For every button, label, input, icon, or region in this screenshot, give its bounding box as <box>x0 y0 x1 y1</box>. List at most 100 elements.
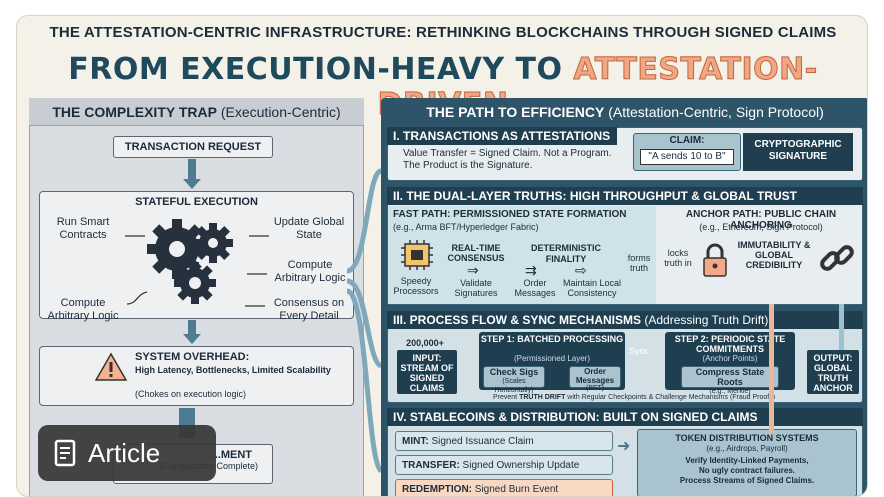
compress-state-label: Compress State Roots <box>695 367 765 387</box>
no-failures-line: No ugly contract failures. <box>698 466 796 475</box>
anchor-path-title: ANCHOR PATH: PUBLIC CHAIN ANCHORING <box>685 209 837 231</box>
arrow-shaft <box>188 159 196 179</box>
title-part-dark: FROM EXECUTION-HEAVY TO <box>68 52 574 87</box>
fast-path-sub: (e.g., Arma BFT/Hyperledger Fabric) <box>393 222 539 232</box>
bottom-box-label: ...MENT <box>211 449 252 461</box>
section-2-heading: II. THE DUAL-LAYER TRUTHS: HIGH THROUGHP… <box>387 187 863 205</box>
step2-label: STEP 2: PERIODIC STATE COMMITMENTS <box>674 334 786 354</box>
update-global-state-label: Update Global State <box>273 216 345 241</box>
arrow-shaft-2 <box>188 320 196 334</box>
redemption-row: REDEMPTION: Signed Burn Event <box>395 479 613 496</box>
complexity-trap-heading-bold: THE COMPLEXITY TRAP <box>52 104 217 120</box>
step2-sub: (Anchor Points) <box>702 354 758 363</box>
flow-connector <box>345 168 384 474</box>
gears-icon <box>147 219 233 304</box>
overhead-title: SYSTEM OVERHEAD: <box>135 351 250 363</box>
mint-key: MINT: <box>402 436 429 447</box>
arrows-list-icon: ⇉ <box>525 262 537 278</box>
connector-arrows <box>125 235 269 307</box>
consensus-every-detail-label: Consensus on Every Detail <box>273 297 345 322</box>
arrow-right-icon-2: ⇨ <box>575 262 587 278</box>
deterministic-finality-label: DETERMINISTIC FINALITY <box>530 243 601 264</box>
locks-truth-label: locks truth in <box>664 248 692 268</box>
infographic-subtitle: THE ATTESTATION-CENTRIC INFRASTRUCTURE: … <box>49 24 837 41</box>
check-sigs-box: Check Sigs (Scales Horizontally) <box>483 366 545 394</box>
order-messages-box-sub: (BFT) <box>586 385 604 392</box>
compress-state-box: Compress State Roots (e.g., Merkle) <box>681 366 779 395</box>
order-messages-label: Order Messages <box>514 278 556 298</box>
arrow-right-icon-3: ➜ <box>617 438 631 455</box>
maintain-consistency-label: Maintain Local Consistency <box>562 278 622 298</box>
blue-flow-line <box>839 304 844 350</box>
path-to-efficiency-heading: THE PATH TO EFFICIENCY (Attestation-Cent… <box>381 98 867 126</box>
complexity-trap-heading: THE COMPLEXITY TRAP (Execution-Centric) <box>29 98 364 126</box>
arrow-down-icon <box>183 179 201 189</box>
section-3-heading-rest: (Addressing Truth Drift) <box>641 313 769 327</box>
infographic-card: THE ATTESTATION-CENTRIC INFRASTRUCTURE: … <box>16 15 868 497</box>
section-4-heading: IV. STABLECOINS & DISTRIBUTION: BUILT ON… <box>387 408 863 426</box>
section-3-heading-bold: III. PROCESS FLOW & SYNC MECHANISMS <box>393 313 642 327</box>
claim-card: CLAIM: "A sends 10 to B" <box>633 133 741 171</box>
check-sigs-label: Check Sigs <box>489 367 539 377</box>
token-distribution-sub: (e.g., Airdrops, Payroll) <box>706 444 788 453</box>
anchor-path-sub: (e.g., Ethereum, Sign Protocol) <box>699 222 823 232</box>
article-badge-label: Article <box>88 438 161 468</box>
validate-signatures-label: Validate Signatures <box>454 278 498 298</box>
transfer-value: Signed Ownership Update <box>459 460 580 471</box>
orange-flow-line <box>769 304 774 434</box>
mint-value: Signed Issuance Claim <box>428 436 534 447</box>
claim-label: CLAIM: <box>669 135 705 146</box>
truth-drift-bold: TRUTH DRIFT <box>519 394 566 401</box>
run-smart-contracts-label: Run Smart Contracts <box>56 216 110 241</box>
order-messages-box: Order Messages (BFT) <box>569 366 621 392</box>
document-icon <box>54 439 76 467</box>
processor-icon <box>401 240 433 270</box>
step1-sub: (Permissioned Layer) <box>513 354 591 363</box>
realtime-consensus-label: REAL-TIME CONSENSUS <box>447 243 505 263</box>
transfer-row: TRANSFER: Signed Ownership Update <box>395 455 613 475</box>
truth-drift-suffix: with Regular Checkpoints & Challenge Mec… <box>565 394 776 401</box>
transaction-request-box: TRANSACTION REQUEST <box>113 136 273 158</box>
verify-line: Verify Identity-Linked Payments, <box>685 456 809 465</box>
article-badge[interactable]: Article <box>38 425 216 481</box>
arrow-down-icon-2 <box>183 334 201 344</box>
mint-row: MINT: Signed Issuance Claim <box>395 431 613 451</box>
step1-label: STEP 1: BATCHED PROCESSING <box>480 334 624 344</box>
truth-drift-note: Prevent TRUTH DRIFT with Regular Checkpo… <box>493 394 823 401</box>
redemption-value: Signed Burn Event <box>472 484 559 495</box>
order-messages-box-label: Order Messages <box>575 367 615 385</box>
speedy-processors-label: Speedy Processors <box>393 276 439 296</box>
forms-truth-label: forms truth <box>627 253 651 273</box>
fast-path-title: FAST PATH: PERMISSIONED STATE FORMATION <box>393 209 627 220</box>
transfer-key: TRANSFER: <box>402 460 460 471</box>
process-streams-line: Process Streams of Signed Claims. <box>679 476 815 485</box>
overhead-body: High Latency, Bottlenecks, Limited Scala… <box>135 365 331 375</box>
immutability-label: IMMUTABILITY & GLOBAL CREDIBILITY <box>737 240 811 270</box>
redemption-key: REDEMPTION: <box>402 484 472 495</box>
section-1-heading: I. TRANSACTIONS AS ATTESTATIONS <box>387 127 617 145</box>
system-overhead-box <box>39 346 354 406</box>
warning-icon <box>95 352 127 381</box>
sync-label: Sync <box>629 346 650 356</box>
padlock-icon <box>703 243 727 277</box>
token-distribution-title: TOKEN DISTRIBUTION SYSTEMS <box>675 433 819 443</box>
path-heading-rest: (Attestation-Centric, Sign Protocol) <box>604 104 824 120</box>
path-heading-bold: THE PATH TO EFFICIENCY <box>426 104 605 120</box>
value-transfer-text: Value Transfer = Signed Claim. Not a Pro… <box>403 148 612 172</box>
chain-link-icon <box>820 245 854 271</box>
crypto-signature-badge: CRYPTOGRAPHIC SIGNATURE <box>743 133 853 171</box>
complexity-trap-heading-rest: (Execution-Centric) <box>216 104 341 120</box>
claim-value: "A sends 10 to B" <box>640 149 734 165</box>
stateful-execution-label: STATEFUL EXECUTION <box>135 196 258 208</box>
section-3-heading: III. PROCESS FLOW & SYNC MECHANISMS (Add… <box>387 311 863 329</box>
value-transfer-line2: The Product is the Signature. <box>403 160 533 171</box>
overhead-note: (Chokes on execution logic) <box>135 389 247 399</box>
compress-state-sub: (e.g., Merkle) <box>709 388 751 395</box>
compute-logic-right-label: Compute Arbitrary Logic <box>274 259 346 284</box>
output-anchor-box: OUTPUT: GLOBAL TRUTH ANCHOR <box>807 350 859 394</box>
value-transfer-line1: Value Transfer = Signed Claim. Not a Pro… <box>403 148 612 159</box>
check-sigs-sub: (Scales Horizontally) <box>494 378 534 394</box>
truth-drift-prefix: Prevent <box>493 394 520 401</box>
token-distribution-box: TOKEN DISTRIBUTION SYSTEMS (e.g., Airdro… <box>637 429 857 496</box>
compute-logic-left-label: Compute Arbitrary Logic <box>47 297 119 322</box>
